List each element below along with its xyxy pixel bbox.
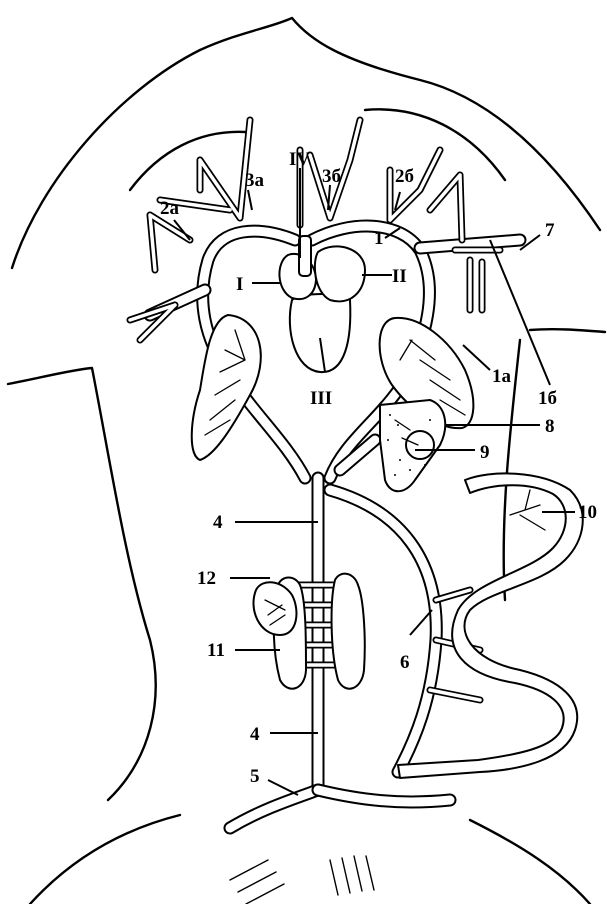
heart-ventricle <box>290 294 351 372</box>
label-stomach: 8 <box>545 416 555 437</box>
label-spleen: 9 <box>480 442 490 463</box>
label-branch-3a: 3а <box>245 170 265 191</box>
stomach-area <box>380 400 445 491</box>
spleen <box>406 431 434 459</box>
label-mesenteric: 6 <box>400 652 410 673</box>
label-heart-conus: IV <box>289 149 310 170</box>
kidneys <box>253 574 364 689</box>
head-outline <box>12 18 600 268</box>
left-forelimb <box>8 368 156 800</box>
right-eye-ridge <box>365 109 505 180</box>
label-dorsal-aorta-upper: 4 <box>213 512 223 533</box>
left-eye-ridge <box>130 132 245 190</box>
label-heart-ventricle: III <box>310 388 332 409</box>
pelvis-hatch <box>230 856 374 904</box>
label-carotid-right: 2б <box>395 166 414 187</box>
label-heart-left-atrium: I <box>236 274 243 295</box>
left-hindlimb <box>30 815 180 904</box>
label-iliac: 5 <box>250 766 260 787</box>
label-artery-1b: 1б <box>538 388 557 409</box>
label-kidney: 11 <box>207 640 225 661</box>
label-aorta-arch-left: 1 <box>374 228 384 249</box>
label-lung-left: 1а <box>492 366 512 387</box>
heart-right-atrium <box>315 246 365 301</box>
right-hindlimb <box>470 820 590 904</box>
label-gonad: 12 <box>197 568 216 589</box>
label-heart-right-atrium: II <box>392 266 407 287</box>
label-intestine: 10 <box>578 502 597 523</box>
right-kidney <box>332 574 365 689</box>
label-dorsal-aorta-lower: 4 <box>250 724 260 745</box>
intestine-loop <box>398 473 583 778</box>
intestine <box>398 473 583 778</box>
label-branch-3b: 3б <box>322 166 341 187</box>
label-subclavian: 7 <box>545 220 555 241</box>
label-carotid-left: 2а <box>160 198 180 219</box>
